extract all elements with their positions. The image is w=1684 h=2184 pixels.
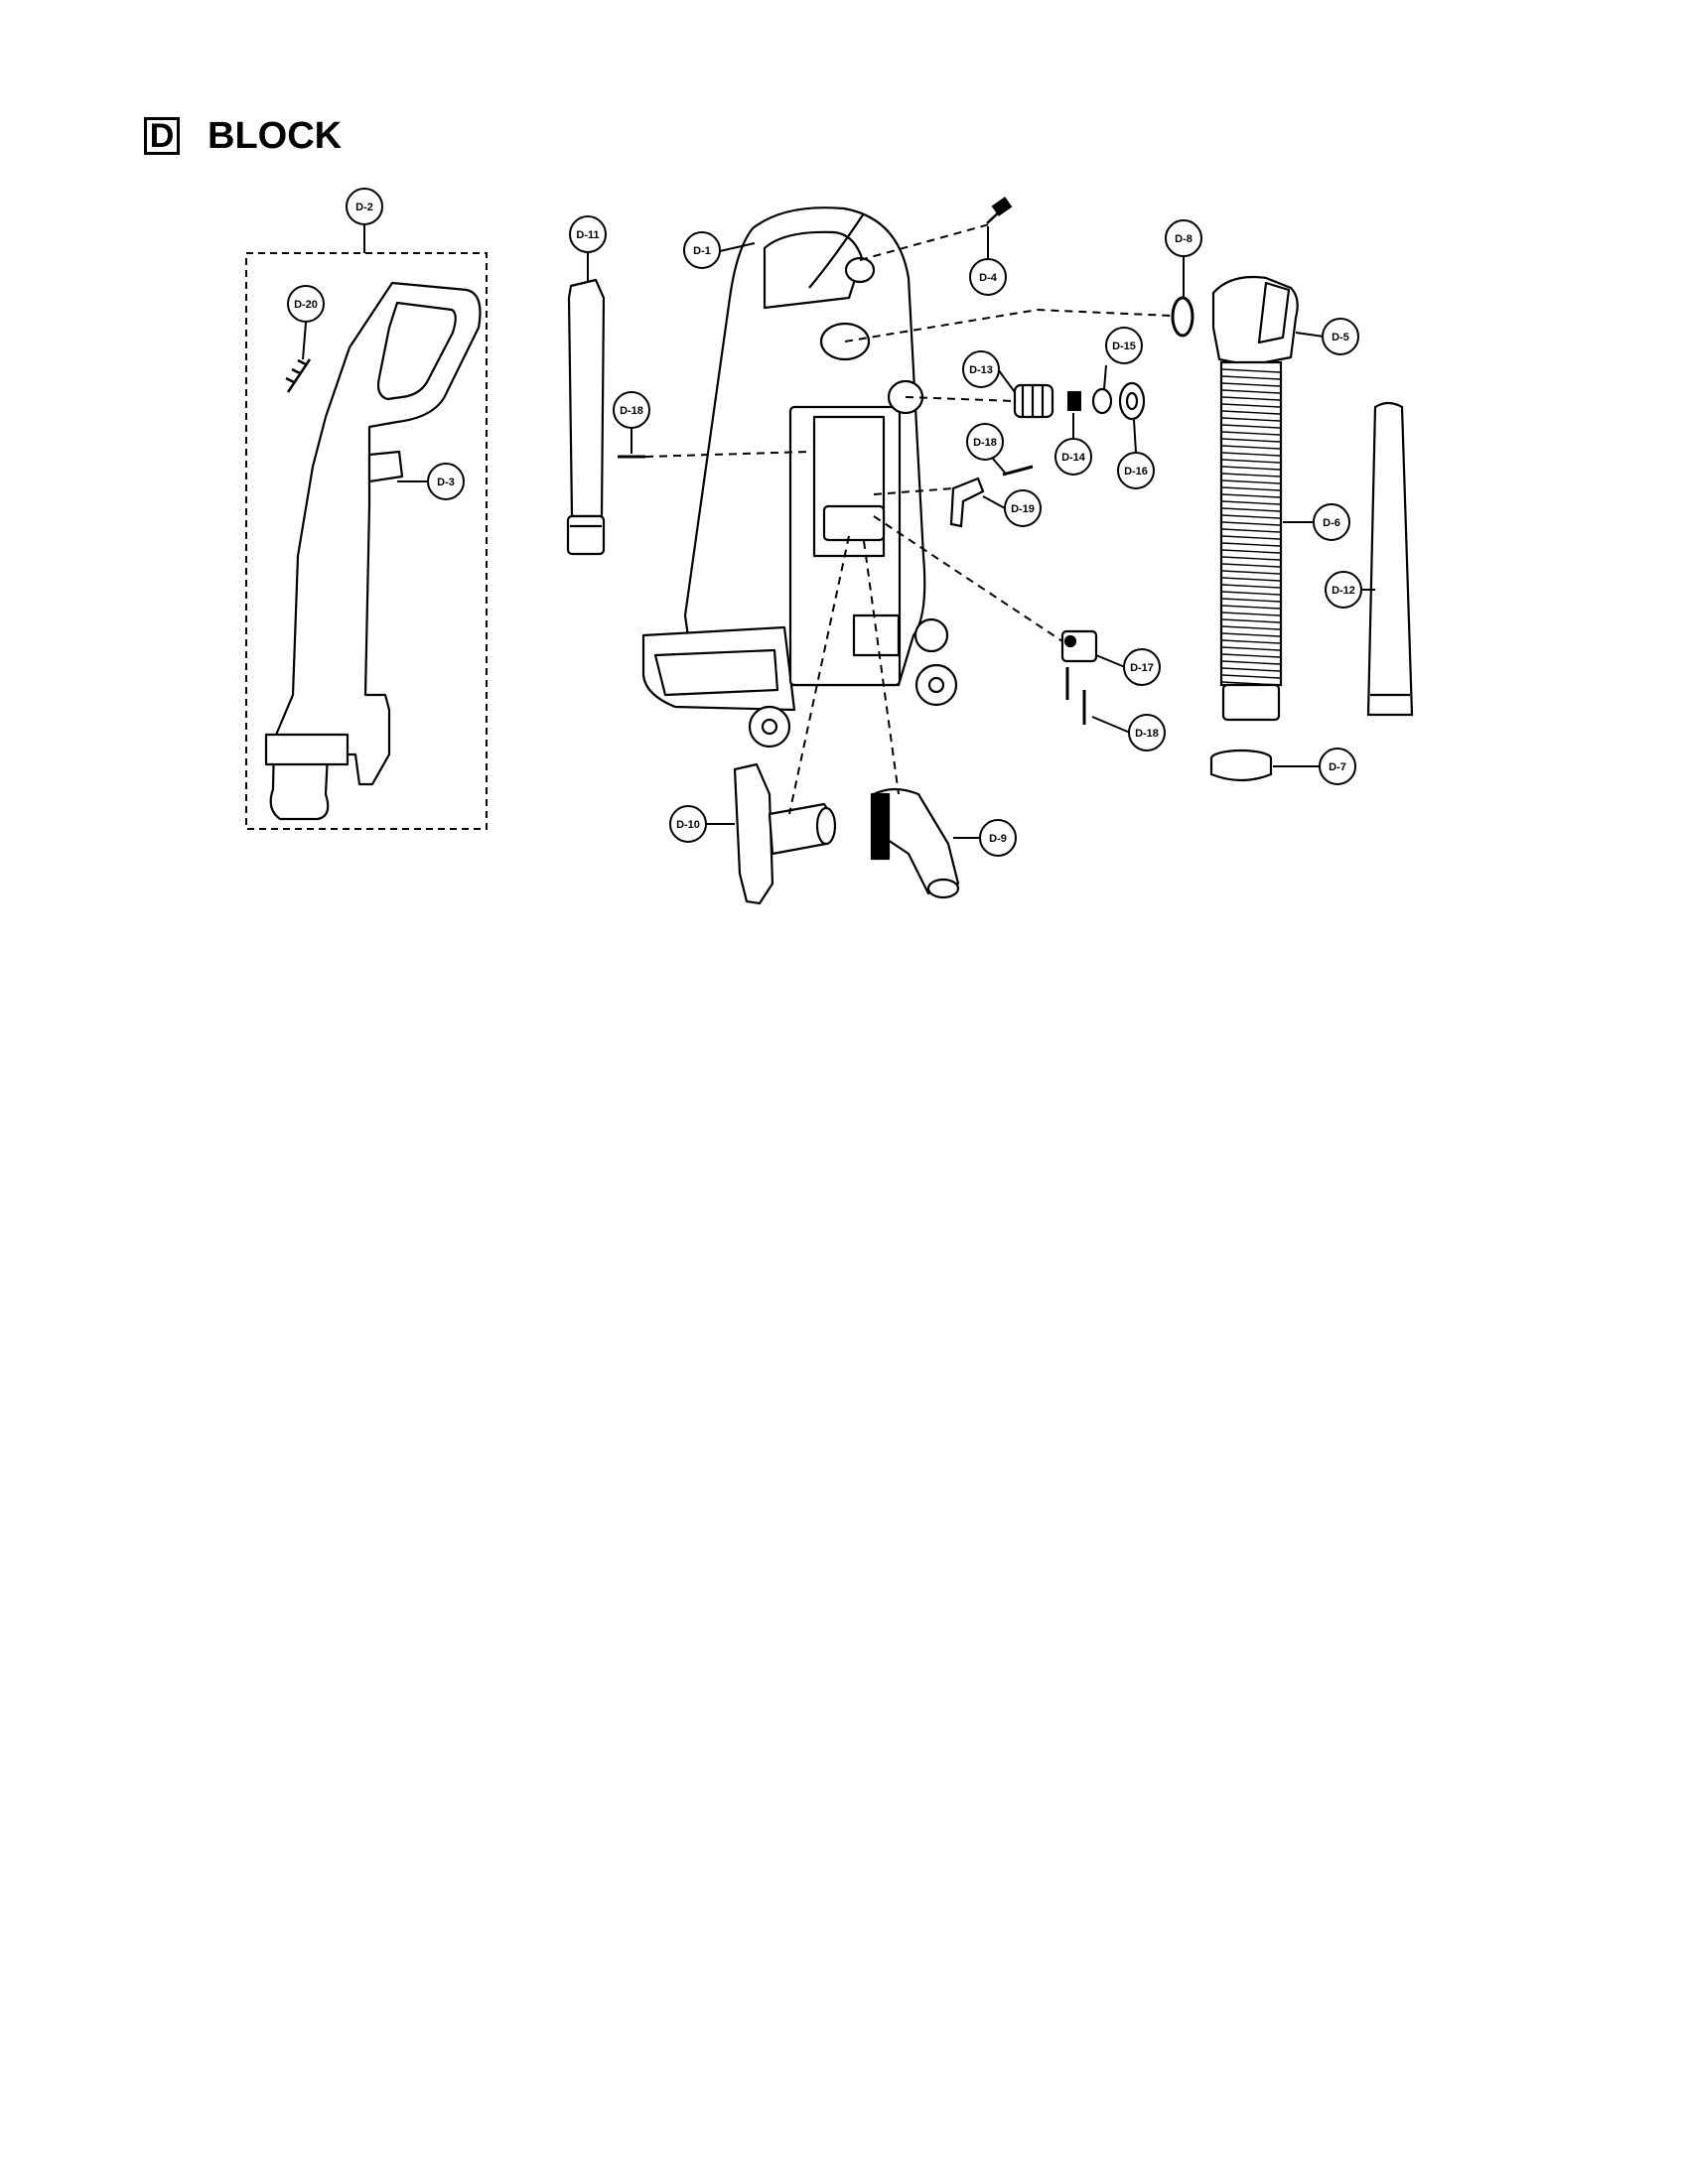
callout-circle: [427, 463, 465, 500]
callout-label: D-18: [973, 437, 997, 449]
d17-latch-part: [1060, 629, 1098, 663]
callout-circle: [1322, 318, 1359, 355]
dusting-brush-part: [870, 787, 960, 899]
callout-label: D-9: [989, 833, 1007, 845]
callout-circle: [1054, 438, 1092, 476]
d7-band-part: [1209, 749, 1273, 782]
callout-circle: [1165, 219, 1202, 257]
callout-circle: [1117, 452, 1155, 489]
callout-label: D-18: [1135, 728, 1159, 740]
callout-d3: D-3: [427, 463, 465, 500]
callout-circle: [1123, 648, 1161, 686]
callout-d18a: D-18: [613, 391, 650, 429]
callout-circle: [669, 805, 707, 843]
callout-d18b: D-18: [966, 423, 1004, 461]
d13-motor-part: [1013, 383, 1054, 419]
handle-part: [264, 281, 482, 821]
callout-label: D-10: [676, 819, 700, 831]
main-body-part: [641, 206, 958, 749]
callout-circle: [683, 231, 721, 269]
callout-circle: [1128, 714, 1166, 751]
callout-label: D-12: [1332, 585, 1355, 597]
callout-label: D-6: [1323, 517, 1340, 529]
callout-circle: [346, 188, 383, 225]
callout-circle: [1319, 748, 1356, 785]
callout-circle: [979, 819, 1017, 857]
callout-d18c: D-18: [1128, 714, 1166, 751]
d19-clip-part: [949, 477, 985, 528]
d18b-screw-part: [1002, 465, 1034, 477]
callout-d13: D-13: [962, 350, 1000, 388]
callout-circle: [569, 215, 607, 253]
callout-circle: [969, 258, 1007, 296]
callout-d1: D-1: [683, 231, 721, 269]
callout-circle: [1325, 571, 1362, 609]
callout-d12: D-12: [1325, 571, 1362, 609]
callout-label: D-16: [1124, 466, 1148, 478]
callout-label: D-18: [620, 405, 643, 417]
callout-leaders: [302, 226, 1375, 839]
callout-circle: [966, 423, 1004, 461]
d18c-screw-part: [1065, 667, 1086, 725]
callout-d2: D-2: [346, 188, 383, 225]
callout-circle: [287, 285, 325, 323]
callout-label: D-11: [576, 229, 599, 241]
callout-circle: [1004, 489, 1042, 527]
callout-label: D-17: [1130, 662, 1154, 674]
upholstery-tool-part: [733, 762, 837, 905]
callout-labels: D-1D-2D-3D-4D-5D-6D-7D-8D-9D-10D-11D-12D…: [287, 188, 1362, 857]
callout-d10: D-10: [669, 805, 707, 843]
d14-spring-part: [1067, 391, 1081, 411]
crevice-tool-part: [566, 278, 606, 556]
d16-cap-part: [1118, 381, 1146, 421]
callout-circle: [613, 391, 650, 429]
callout-d19: D-19: [1004, 489, 1042, 527]
callout-d11: D-11: [569, 215, 607, 253]
callout-circle: [962, 350, 1000, 388]
callout-d6: D-6: [1313, 503, 1350, 541]
flexible-hose-part: [1219, 360, 1283, 722]
callout-circle: [1105, 327, 1143, 364]
callout-label: D-13: [969, 364, 993, 376]
callout-label: D-14: [1061, 452, 1086, 464]
callout-label: D-5: [1332, 332, 1349, 343]
callout-d4: D-4: [969, 258, 1007, 296]
callout-d8: D-8: [1165, 219, 1202, 257]
callout-label: D-8: [1175, 233, 1193, 245]
extension-wand-part: [1366, 401, 1414, 717]
callout-label: D-2: [355, 202, 373, 213]
callout-d14: D-14: [1054, 438, 1092, 476]
callout-d9: D-9: [979, 819, 1017, 857]
hose-ribs: [1221, 368, 1281, 686]
callout-label: D-1: [693, 245, 711, 257]
callout-label: D-20: [294, 299, 318, 311]
callout-label: D-4: [979, 272, 998, 284]
block-title: BLOCK: [208, 114, 343, 157]
d20-screw-part: [285, 358, 312, 393]
callout-d16: D-16: [1117, 452, 1155, 489]
callout-d7: D-7: [1319, 748, 1356, 785]
callout-label: D-3: [437, 477, 455, 488]
callout-label: D-19: [1011, 503, 1035, 515]
d8-ring-part: [1171, 296, 1194, 338]
block-header: D BLOCK: [144, 111, 342, 161]
callout-d15: D-15: [1105, 327, 1143, 364]
d4-screw-part: [986, 197, 1013, 224]
callout-label: D-7: [1329, 761, 1346, 773]
block-letter-box: D: [144, 117, 180, 155]
d15-washer-part: [1091, 387, 1113, 415]
hose-elbow-part: [1211, 275, 1299, 367]
callout-d5: D-5: [1322, 318, 1359, 355]
callout-d20: D-20: [287, 285, 325, 323]
callout-circle: [1313, 503, 1350, 541]
callout-d17: D-17: [1123, 648, 1161, 686]
callout-label: D-15: [1112, 341, 1136, 352]
d2-assembly-box: [245, 252, 488, 830]
connector-lines: [644, 222, 1173, 815]
